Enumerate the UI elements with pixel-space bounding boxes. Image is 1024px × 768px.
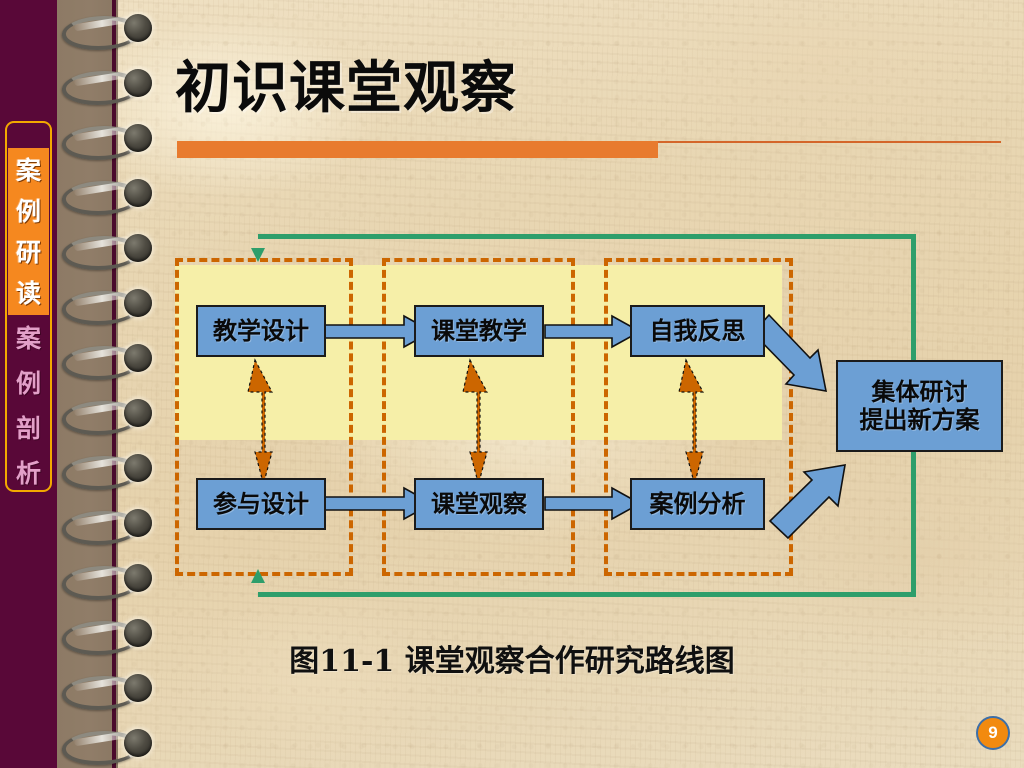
binding-ring bbox=[58, 234, 154, 270]
binding-ring bbox=[58, 619, 154, 655]
feedback-loop-bottom-segment bbox=[258, 592, 916, 597]
node-label: 课堂教学 bbox=[431, 316, 527, 345]
title-accent-bar bbox=[177, 141, 658, 158]
binding-ring bbox=[58, 124, 154, 160]
node-label: 案例分析 bbox=[649, 489, 746, 518]
sidebar-active-char-4: 读 bbox=[15, 278, 41, 308]
figure-caption: 图11-1 课堂观察合作研究路线图 bbox=[289, 644, 735, 679]
sidebar-frame bbox=[5, 121, 52, 492]
node-self-reflection[interactable]: 自我反思 bbox=[630, 305, 765, 357]
binding-ring bbox=[58, 399, 154, 435]
node-teaching-design[interactable]: 教学设计 bbox=[196, 305, 326, 357]
node-group-discussion[interactable]: 集体研讨 提出新方案 bbox=[836, 360, 1003, 452]
sidebar-active-char-3: 研 bbox=[15, 237, 41, 267]
binding-ring bbox=[58, 289, 154, 325]
binding-ring bbox=[58, 454, 154, 490]
title-accent-rule bbox=[658, 141, 1001, 143]
feedback-loop-top-segment bbox=[258, 234, 916, 239]
binding-ring bbox=[58, 729, 154, 765]
node-classroom-teaching[interactable]: 课堂教学 bbox=[414, 305, 544, 357]
sidebar-inactive-char-1: 案 bbox=[15, 324, 41, 353]
sidebar-inactive-char-4: 析 bbox=[15, 459, 41, 488]
node-classroom-observation[interactable]: 课堂观察 bbox=[414, 478, 544, 530]
node-label: 自我反思 bbox=[649, 316, 746, 345]
binding-ring bbox=[58, 14, 154, 50]
binding-ring bbox=[58, 509, 154, 545]
sidebar-item-case-analysis[interactable]: 案 例 剖 析 bbox=[8, 324, 49, 488]
node-label: 课堂观察 bbox=[431, 489, 527, 518]
page-number-badge: 9 bbox=[976, 716, 1010, 750]
sidebar-item-case-study[interactable]: 案 例 研 读 bbox=[8, 148, 49, 315]
sidebar-active-char-1: 案 bbox=[15, 155, 41, 185]
binding-ring bbox=[58, 69, 154, 105]
node-participate-design[interactable]: 参与设计 bbox=[196, 478, 326, 530]
binding-edge-line bbox=[112, 0, 116, 768]
binding-ring bbox=[58, 179, 154, 215]
node-label-line-1: 集体研讨 bbox=[871, 377, 968, 406]
binding-ring bbox=[58, 344, 154, 380]
sidebar-active-char-2: 例 bbox=[15, 196, 41, 226]
node-label: 参与设计 bbox=[213, 489, 309, 518]
stage-group-3 bbox=[604, 258, 793, 576]
sidebar-inactive-char-3: 剖 bbox=[15, 414, 41, 443]
node-label-line-2: 提出新方案 bbox=[859, 405, 980, 434]
stage-group-2 bbox=[382, 258, 575, 576]
binding-ring bbox=[58, 674, 154, 710]
binding-ring bbox=[58, 564, 154, 600]
node-label: 教学设计 bbox=[213, 316, 309, 345]
sidebar-inactive-char-2: 例 bbox=[15, 369, 41, 398]
node-case-analysis[interactable]: 案例分析 bbox=[630, 478, 765, 530]
page-title: 初识课堂观察 bbox=[175, 55, 517, 121]
